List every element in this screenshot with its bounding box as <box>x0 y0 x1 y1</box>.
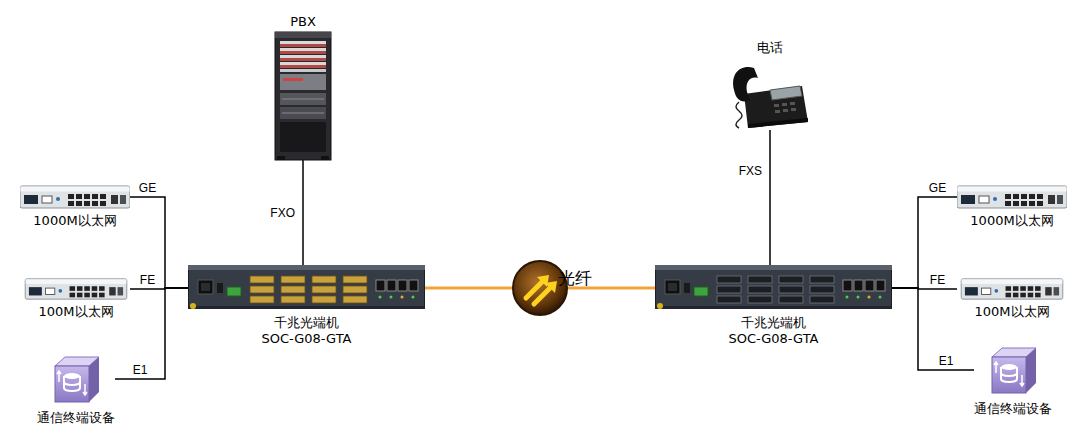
image-slot <box>730 64 810 130</box>
caption-text: PBX <box>290 14 316 30</box>
cable-line <box>892 197 957 288</box>
image-slot <box>52 354 100 404</box>
cable-line <box>892 288 974 370</box>
fiber-node: 光纤 <box>512 260 568 316</box>
pbx-node: PBX <box>275 14 331 160</box>
port-label: GE <box>927 181 948 195</box>
caption-text: 电话 <box>757 40 783 56</box>
image-slot <box>989 345 1037 395</box>
caption-text: 100M以太网 <box>38 304 113 320</box>
cable-line <box>130 197 188 288</box>
caption-text: 1000M以太网 <box>970 213 1053 229</box>
caption-text: 千兆光端机 <box>741 315 806 331</box>
caption-text: 通信终端设备 <box>974 401 1052 417</box>
port-label: FE <box>138 273 157 287</box>
caption-text: SOC-G08-GTA <box>262 331 352 347</box>
fast-ethernet-switch <box>25 279 127 299</box>
port-label: FXS <box>737 164 764 178</box>
caption-text: 通信终端设备 <box>37 410 115 426</box>
terminal-device: 通信终端设备 <box>37 354 115 426</box>
port-label: FE <box>928 273 947 287</box>
fiber-link <box>425 287 512 290</box>
ethernet-device: 1000M以太网 <box>20 184 130 229</box>
optical-terminal <box>655 265 892 309</box>
cable-line <box>769 130 771 265</box>
ethernet-device: 1000M以太网 <box>957 184 1067 229</box>
image-slot <box>957 184 1067 210</box>
port-label: GE <box>137 181 158 195</box>
port-label: FXO <box>268 206 297 220</box>
optical-terminal-node: 千兆光端机SOC-G08-GTA <box>188 265 425 347</box>
gigabit-switch <box>20 186 130 208</box>
image-slot <box>20 184 130 210</box>
caption-text: 千兆光端机 <box>274 315 339 331</box>
caption-text: 光纤 <box>558 268 592 288</box>
image-slot <box>188 265 425 311</box>
pbx-rack <box>275 32 331 160</box>
optical-terminal <box>188 265 425 309</box>
caption-text: 100M以太网 <box>974 304 1049 320</box>
port-label: E1 <box>937 354 956 368</box>
cable-line <box>302 160 304 265</box>
image-slot <box>275 32 331 160</box>
caption-text: SOC-G08-GTA <box>729 331 819 347</box>
caption-text: 1000M以太网 <box>33 213 116 229</box>
ethernet-device: 100M以太网 <box>957 277 1067 320</box>
image-slot <box>22 277 130 301</box>
telephone <box>733 67 808 128</box>
gigabit-switch <box>957 186 1067 208</box>
image-slot <box>957 277 1067 301</box>
terminal-device: 通信终端设备 <box>974 345 1052 417</box>
optical-terminal-node: 千兆光端机SOC-G08-GTA <box>655 265 892 347</box>
port-label: E1 <box>131 363 150 377</box>
ethernet-device: 100M以太网 <box>22 277 130 320</box>
cable-line <box>115 288 188 379</box>
image-slot <box>655 265 892 311</box>
terminal-device-icon <box>992 348 1036 393</box>
telephone-node: 电话 <box>730 40 810 130</box>
terminal-device-icon <box>55 357 99 402</box>
fast-ethernet-switch <box>961 279 1063 299</box>
